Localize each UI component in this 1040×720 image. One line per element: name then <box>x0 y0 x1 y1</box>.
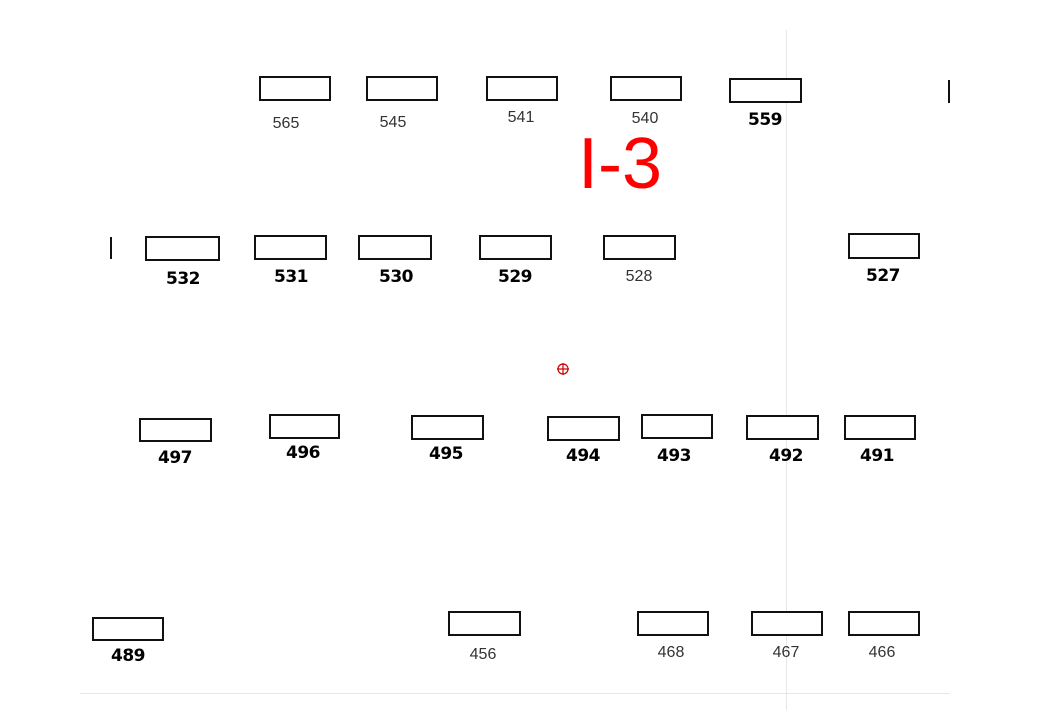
unit-466[interactable] <box>848 611 920 636</box>
unit-label: 456 <box>469 646 497 663</box>
unit-492[interactable] <box>746 415 819 440</box>
partial-unit-edge <box>110 237 112 259</box>
unit-label: 494 <box>566 446 601 466</box>
unit-label: 467 <box>772 644 800 661</box>
grid-guide-horizontal <box>80 693 950 694</box>
unit-label: 489 <box>111 646 146 666</box>
unit-label: 497 <box>158 448 193 468</box>
unit-527[interactable] <box>848 233 920 259</box>
unit-497[interactable] <box>139 418 212 442</box>
unit-label: 496 <box>286 443 321 463</box>
unit-label: 468 <box>657 644 685 661</box>
zone-label: I-3 <box>578 124 663 204</box>
unit-label: 559 <box>748 110 783 130</box>
partial-unit-edge <box>948 80 950 103</box>
unit-559[interactable] <box>729 78 802 103</box>
unit-496[interactable] <box>269 414 340 439</box>
unit-label: 540 <box>631 110 659 127</box>
unit-491[interactable] <box>844 415 916 440</box>
origin-crosshair-icon <box>557 363 569 375</box>
unit-494[interactable] <box>547 416 620 441</box>
unit-label: 492 <box>769 446 804 466</box>
unit-label: 493 <box>657 446 692 466</box>
unit-456[interactable] <box>448 611 521 636</box>
unit-label: 531 <box>274 267 309 287</box>
unit-532[interactable] <box>145 236 220 261</box>
unit-493[interactable] <box>641 414 713 439</box>
unit-label: 532 <box>166 269 201 289</box>
unit-label: 545 <box>379 114 407 131</box>
unit-489[interactable] <box>92 617 164 641</box>
unit-label: 527 <box>866 266 901 286</box>
unit-label: 491 <box>860 446 895 466</box>
unit-label: 528 <box>625 268 653 285</box>
unit-label: 529 <box>498 267 533 287</box>
unit-495[interactable] <box>411 415 484 440</box>
unit-label: 565 <box>272 115 300 132</box>
unit-label: 541 <box>507 109 535 126</box>
unit-label: 466 <box>868 644 896 661</box>
unit-label: 495 <box>429 444 464 464</box>
unit-529[interactable] <box>479 235 552 260</box>
unit-545[interactable] <box>366 76 438 101</box>
unit-531[interactable] <box>254 235 327 260</box>
grid-guide-vertical <box>786 30 787 710</box>
unit-540[interactable] <box>610 76 682 101</box>
unit-565[interactable] <box>259 76 331 101</box>
unit-467[interactable] <box>751 611 823 636</box>
unit-530[interactable] <box>358 235 432 260</box>
unit-label: 530 <box>379 267 414 287</box>
unit-541[interactable] <box>486 76 558 101</box>
unit-528[interactable] <box>603 235 676 260</box>
unit-468[interactable] <box>637 611 709 636</box>
